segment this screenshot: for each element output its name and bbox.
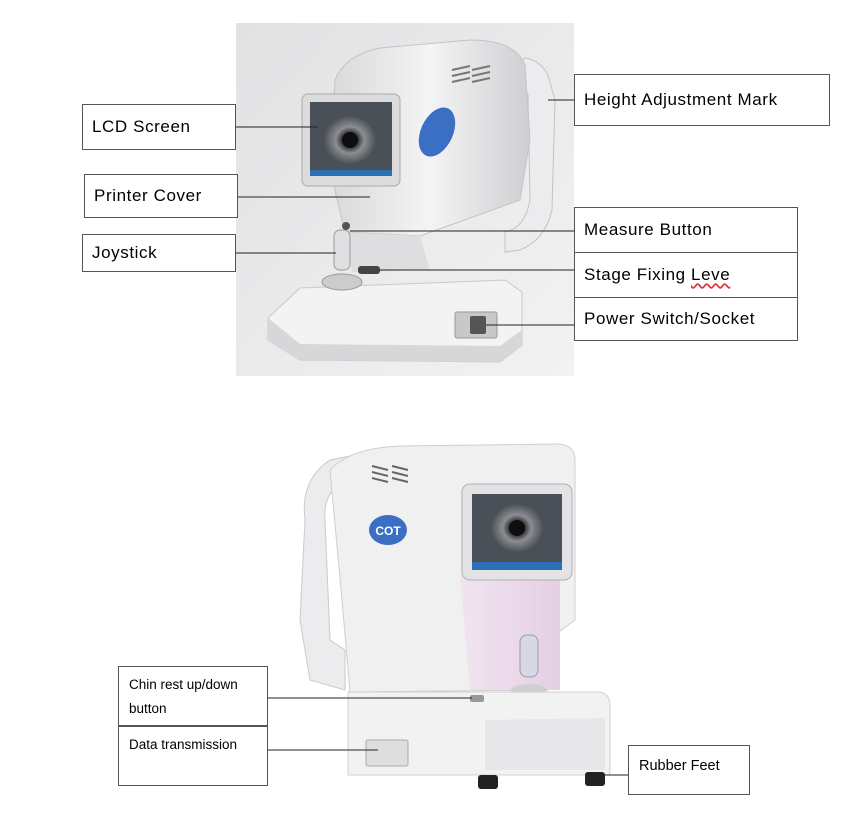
top-pupil xyxy=(342,132,358,148)
data-transmission-port-icon xyxy=(365,739,409,767)
label-printer-cover-text: Printer Cover xyxy=(94,186,202,205)
joystick-icon xyxy=(333,229,351,271)
stage-fixing-lever-icon xyxy=(358,266,380,274)
bottom-vent-slots xyxy=(371,465,409,483)
top-printer-cover xyxy=(345,232,430,272)
top-device-illustration xyxy=(236,23,574,376)
label-height-adjustment-mark-text: Height Adjustment Mark xyxy=(584,90,778,109)
bottom-base-front xyxy=(485,718,605,770)
label-stage-fixing-lever-last-word: Leve xyxy=(691,265,731,284)
top-lcd-toolbar xyxy=(310,170,392,176)
leader-lines xyxy=(236,99,628,776)
label-rubber-feet: Rubber Feet xyxy=(628,745,750,795)
label-chin-rest-button-text: Chin rest up/down button xyxy=(129,677,238,716)
label-printer-cover: Printer Cover xyxy=(84,174,238,218)
bottom-pupil xyxy=(509,520,525,536)
label-data-transmission: Data transmission xyxy=(118,726,268,786)
label-measure-button: Measure Button xyxy=(574,207,798,253)
label-data-transmission-text: Data transmission xyxy=(129,737,238,752)
bottom-front-panel xyxy=(460,570,560,690)
label-rubber-feet-text: Rubber Feet xyxy=(639,758,720,774)
joystick-base xyxy=(321,273,363,291)
label-power-switch-socket: Power Switch/Socket xyxy=(574,297,798,341)
top-brand-badge xyxy=(418,107,456,157)
label-chin-rest-button: Chin rest up/down button xyxy=(118,666,268,726)
label-lcd-screen-text: LCD Screen xyxy=(92,117,191,136)
bottom-joystick-icon xyxy=(519,634,539,678)
top-vent-slots xyxy=(451,65,491,83)
label-power-switch-socket-text: Power Switch/Socket xyxy=(584,309,756,328)
chin-rest-button-icon xyxy=(470,695,484,702)
label-stage-fixing-lever-text: Stage Fixing Leve xyxy=(584,265,730,285)
bottom-device-illustration: COT xyxy=(299,443,611,789)
label-lcd-screen: LCD Screen xyxy=(82,104,236,150)
rubber-foot-right xyxy=(585,772,605,786)
power-switch-icon xyxy=(470,316,486,334)
label-stage-fixing-lever: Stage Fixing Leve xyxy=(574,252,798,298)
bottom-brand-badge xyxy=(369,515,407,545)
label-joystick-text: Joystick xyxy=(92,243,158,262)
bottom-badge-text: COT xyxy=(375,524,401,538)
label-joystick: Joystick xyxy=(82,234,236,272)
label-height-adjustment-mark: Height Adjustment Mark xyxy=(574,74,830,126)
label-stage-fixing-lever-value: Stage Fixing Leve xyxy=(584,265,731,284)
measure-button-icon xyxy=(342,222,350,230)
label-measure-button-text: Measure Button xyxy=(584,220,713,239)
rubber-foot-left xyxy=(478,775,498,789)
bottom-lcd-toolbar xyxy=(472,562,562,570)
top-base-front xyxy=(268,318,522,362)
